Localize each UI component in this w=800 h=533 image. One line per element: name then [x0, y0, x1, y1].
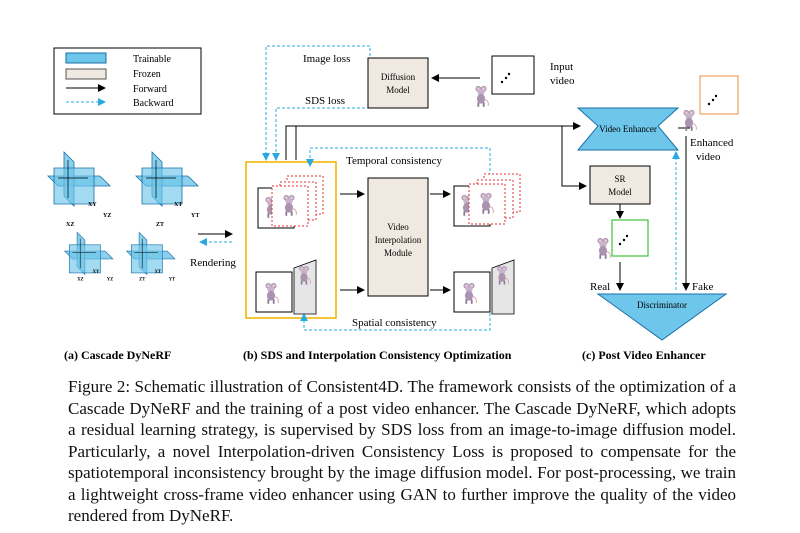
sr-output-mouse	[596, 237, 611, 260]
plane-label-yz: YZ	[103, 213, 111, 219]
sr-model-label-line2: Model	[608, 187, 632, 197]
plane-label-yz-small: YZ	[107, 278, 113, 283]
cascade-dynerf-planes: XY YZ XZ XT YT ZT XY XZ YZ XT YT ZT	[47, 151, 199, 283]
plane-group-xyt-small: XT YT ZT	[126, 232, 176, 283]
plane-label-xz-small: XZ	[77, 278, 83, 283]
legend-trainable-label: Trainable	[133, 54, 172, 65]
rendered-frames-box	[245, 161, 337, 319]
video-interpolation-label-line3: Module	[384, 248, 412, 258]
discriminator-label: Discriminator	[637, 300, 687, 310]
discriminator-shape	[596, 293, 728, 341]
plane-group-xyz-large: XY YZ XZ	[47, 151, 111, 228]
fake-label: Fake	[692, 281, 714, 293]
plane-label-xz: XZ	[66, 222, 74, 228]
enhanced-video-label-line1: Enhanced	[690, 137, 734, 149]
rendered-frames-top	[257, 175, 324, 229]
plane-group-xyt-large: XT YT ZT	[135, 151, 199, 228]
input-video-label-line1: Input	[550, 61, 573, 73]
interpolated-frames-bottom	[453, 259, 515, 315]
real-label: Real	[590, 281, 610, 293]
render-to-enhancer-line	[285, 122, 581, 160]
panel-a-caption: (a) Cascade DyNeRF	[64, 348, 171, 362]
figure-caption-label: Figure 2:	[68, 377, 131, 396]
sr-model-box	[589, 165, 651, 205]
enhanced-video-label-line2: video	[696, 151, 721, 163]
image-loss-label: Image loss	[303, 53, 350, 65]
legend-forward-label: Forward	[133, 84, 167, 95]
temporal-consistency-backward-line	[306, 147, 491, 176]
video-interpolation-label-line1: Video	[387, 222, 409, 232]
figure-caption: Figure 2: Schematic illustration of Cons…	[68, 376, 736, 527]
video-enhancer-shape	[576, 107, 680, 151]
legend-backward-label: Backward	[133, 98, 174, 109]
video-interpolation-label-line2: Interpolation	[375, 235, 422, 245]
plane-group-xyz-small: XY XZ YZ	[64, 232, 114, 283]
video-interpolation-module-box	[367, 177, 429, 297]
spatial-consistency-backward-line	[300, 308, 491, 331]
rendering-label: Rendering	[190, 257, 236, 269]
legend-frozen-swatch	[65, 68, 107, 80]
plane-label-yt-small: YT	[169, 278, 176, 283]
image-loss-backward-line	[262, 45, 371, 161]
sr-model-label-line1: SR	[614, 174, 625, 184]
plane-label-xy: XY	[88, 202, 97, 208]
diffusion-model-label-line1: Diffusion	[381, 72, 416, 82]
video-enhancer-label: Video Enhancer	[599, 124, 657, 134]
panel-c-caption: (c) Post Video Enhancer	[582, 348, 706, 362]
plane-label-yt: YT	[191, 213, 199, 219]
legend-frozen-label: Frozen	[133, 69, 161, 80]
enhanced-video-frame	[699, 75, 739, 115]
sds-loss-label: SDS loss	[305, 95, 345, 107]
spatial-consistency-label: Spatial consistency	[352, 317, 437, 329]
diffusion-model-label-line2: Model	[386, 85, 410, 95]
legend-trainable-swatch	[65, 52, 107, 64]
plane-label-xt: XT	[174, 202, 182, 208]
diffusion-model-box	[367, 57, 429, 109]
panel-b-caption: (b) SDS and Interpolation Consistency Op…	[243, 348, 512, 362]
plane-label-xy-small: XY	[93, 270, 100, 275]
figure-caption-text: Schematic illustration of Consistent4D. …	[68, 377, 737, 525]
plane-label-zt: ZT	[156, 222, 164, 228]
temporal-consistency-label: Temporal consistency	[346, 155, 443, 167]
input-video-label-line2: video	[550, 75, 575, 87]
input-video-mouse	[474, 85, 489, 108]
plane-label-xt-small: XT	[155, 270, 162, 275]
input-video-frame	[491, 55, 535, 95]
plane-label-zt-small: ZT	[139, 278, 146, 283]
legend: Trainable Frozen Forward Backward	[53, 47, 202, 115]
sds-loss-backward-line	[272, 107, 370, 161]
render-to-sr-line	[561, 126, 587, 190]
rendered-frames-bottom	[255, 259, 317, 315]
interpolated-frames-top	[453, 173, 521, 227]
figure-diagram: Trainable Frozen Forward Backward XY YZ …	[47, 45, 739, 362]
sr-output-frame	[611, 219, 649, 257]
